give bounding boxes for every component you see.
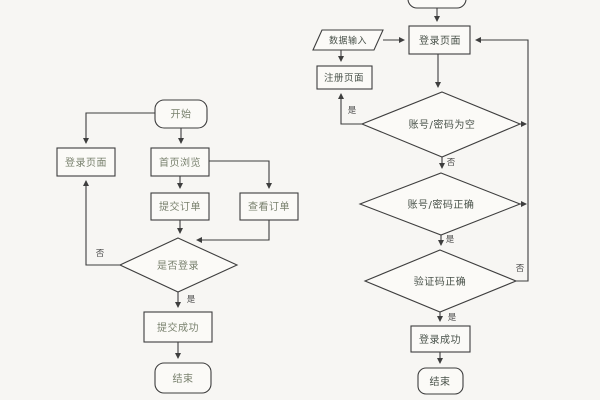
account-password-correct-label: 账号/密码正确 [408,198,475,211]
login-page-label: 登录页面 [419,34,461,47]
left-flowchart: 否 是 开始 登录页面 首页浏览 提交订单 查看订单 [56,99,299,394]
node-end: 结束 [154,362,212,394]
login-success-label: 登录成功 [419,333,461,346]
submit-success-shape [143,311,213,343]
branch-label-empty-yes: 是 [348,106,357,116]
account-password-empty-label: 账号/密码为空 [409,118,476,131]
end-terminator-shape [154,362,212,394]
start-terminator-shape [154,99,208,129]
node-end: 结束 [417,367,464,395]
top-start-terminator-shape [407,0,467,9]
login-success-shape [410,325,471,353]
node-home-browse: 首页浏览 [150,147,210,177]
home-browse-label: 首页浏览 [159,156,201,169]
node-login-page: 登录页面 [56,147,116,177]
node-captcha-correct-decision: 验证码正确 [363,249,518,313]
node-account-password-correct-decision: 账号/密码正确 [358,172,522,236]
node-register-page: 注册页面 [316,65,373,90]
data-input-label: 数据输入 [329,35,367,47]
node-data-input: 数据输入 [312,29,384,51]
branch-label-captcha-no: 否 [516,264,525,274]
account-password-correct-diamond-shape [358,172,522,236]
account-password-empty-diamond-shape [360,91,522,158]
home-browse-shape [150,147,210,177]
node-login-success: 登录成功 [410,325,471,353]
node-top-start-cutoff [407,0,467,9]
node-submit-success: 提交成功 [143,311,213,343]
submit-success-label: 提交成功 [157,321,199,334]
is-logged-in-diamond-shape [118,237,239,293]
end-terminator-shape [417,367,464,395]
node-start: 开始 [154,99,208,129]
view-order-shape [239,192,299,221]
edge-start-to-login-page [83,112,155,144]
data-input-parallelogram-shape [312,29,384,51]
edge-view-order-to-decision [196,220,270,243]
login-page-shape [408,25,471,55]
edge-empty-yes-to-register [338,93,362,125]
edge-decision-no-to-login-page [83,180,120,266]
end-label: 结束 [173,372,194,385]
register-page-label: 注册页面 [324,72,364,84]
edge-captcha-no-loop-to-login [475,37,529,282]
is-logged-in-label: 是否登录 [157,259,199,272]
branch-label-captcha-yes: 是 [448,313,457,323]
node-is-logged-in-decision: 是否登录 [118,237,239,293]
branch-label-empty-no: 否 [447,158,456,168]
node-submit-order: 提交订单 [150,192,210,221]
branch-label-no: 否 [96,249,105,259]
start-label: 开始 [171,108,192,121]
branch-label-yes: 是 [187,295,196,305]
node-account-password-empty-decision: 账号/密码为空 [360,91,522,158]
right-flowchart: 是 否 是 否 是 登录页面 数据输入 注册页面 账号/ [312,0,529,395]
captcha-correct-diamond-shape [363,249,518,313]
submit-order-label: 提交订单 [159,200,201,213]
captcha-correct-label: 验证码正确 [414,275,467,288]
branch-label-correct-yes: 是 [446,235,455,245]
login-page-shape [56,147,116,177]
node-login-page: 登录页面 [408,25,471,55]
submit-order-shape [150,192,210,221]
register-page-shape [316,65,373,90]
node-view-order: 查看订单 [239,192,299,221]
login-page-label: 登录页面 [65,156,107,169]
view-order-label: 查看订单 [248,200,290,213]
edge-home-to-view-order [209,160,272,189]
end-label: 结束 [430,375,451,388]
